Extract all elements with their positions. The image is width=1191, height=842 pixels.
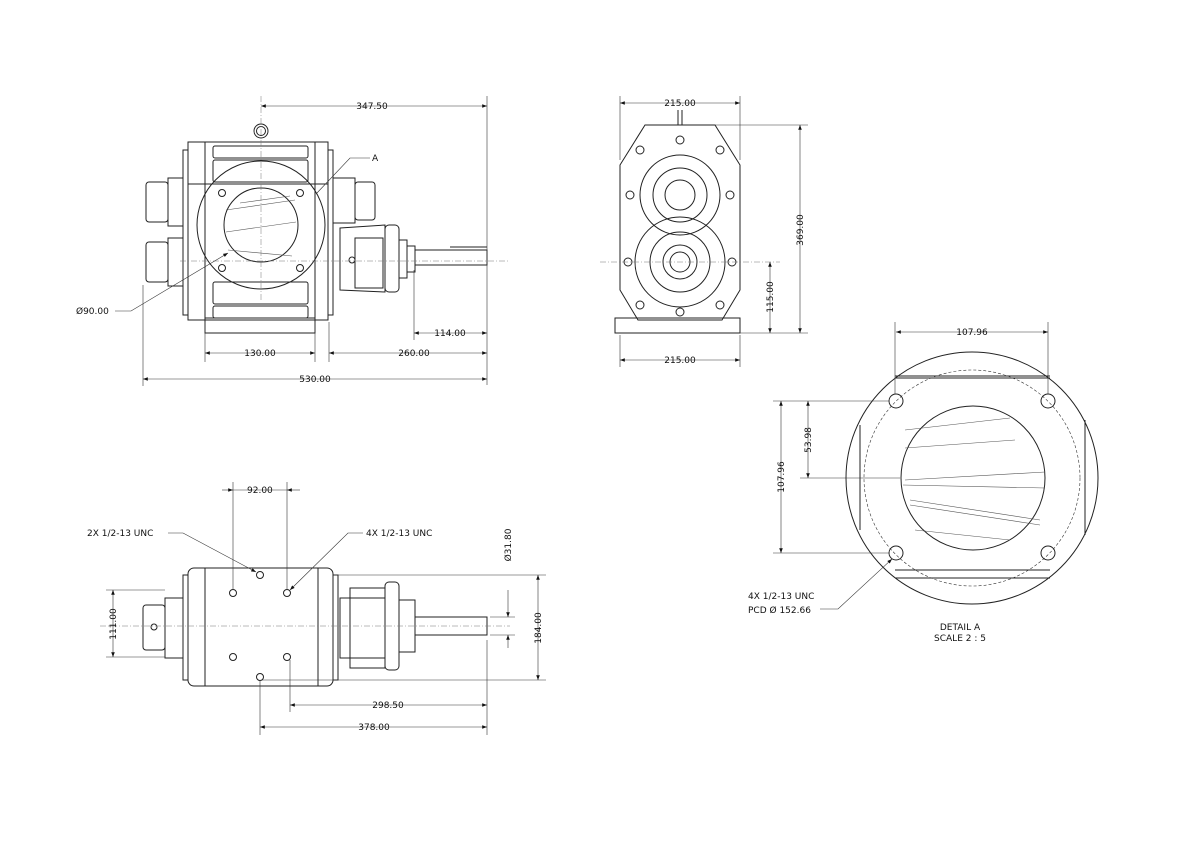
front-view: 347.50 130.00 260.00 114.00 530.00 Ø90.0… [76,96,510,386]
side-housing [619,124,741,321]
dim-347-50: 347.50 [356,102,388,112]
left-motor-upper [145,177,184,227]
dim-215-top: 215.00 [664,99,696,109]
detail-a-view: 107.96 107.96 53.98 4X 1/2-13 UNC PCD Ø … [748,322,1099,644]
gearbox [339,224,386,293]
top-view: 92.00 2X 1/2-13 UNC 4X 1/2-13 UNC Ø31.80… [87,482,546,735]
dim-378: 378.00 [358,723,390,733]
dim-530: 530.00 [299,375,331,385]
side-base [614,317,741,334]
detail-a-marker: A [372,154,379,164]
drive-shaft [414,249,488,266]
top-housing [187,567,334,687]
note-4x-thread: 4X 1/2-13 UNC [366,529,432,539]
dim-115: 115.00 [766,281,776,313]
rotor-housing [187,141,329,321]
dim-260: 260.00 [398,349,430,359]
detail-title: DETAIL A [940,623,981,633]
gear-flange [384,224,400,293]
dim-369: 369.00 [796,214,806,246]
detail-bore [900,405,1046,551]
detail-note-thread: 4X 1/2-13 UNC [748,592,814,602]
detail-note-pcd: PCD Ø 152.66 [748,605,811,616]
note-2x-thread: 2X 1/2-13 UNC [87,529,153,539]
dim-111: 111.00 [109,608,119,640]
dim-shaft-diameter: Ø31.80 [503,528,514,561]
dim-215-bottom: 215.00 [664,356,696,366]
dim-107-96-vertical: 107.96 [777,461,787,493]
dim-114: 114.00 [434,329,466,339]
right-motor [332,177,376,224]
left-motor-lower [145,237,184,287]
dim-53-98: 53.98 [804,427,814,453]
dim-inlet-diameter: Ø90.00 [76,306,109,317]
top-left-motor [142,597,184,659]
dim-92: 92.00 [247,486,273,496]
side-view: 215.00 215.00 369.00 115.00 [600,96,808,367]
dim-107-96-horizontal: 107.96 [956,328,988,338]
pcd-circle [863,369,1081,587]
dim-130: 130.00 [244,349,276,359]
top-gearbox [339,587,386,669]
dim-298-50: 298.50 [372,701,404,711]
detail-scale: SCALE 2 : 5 [934,634,986,644]
dim-184: 184.00 [534,612,544,644]
